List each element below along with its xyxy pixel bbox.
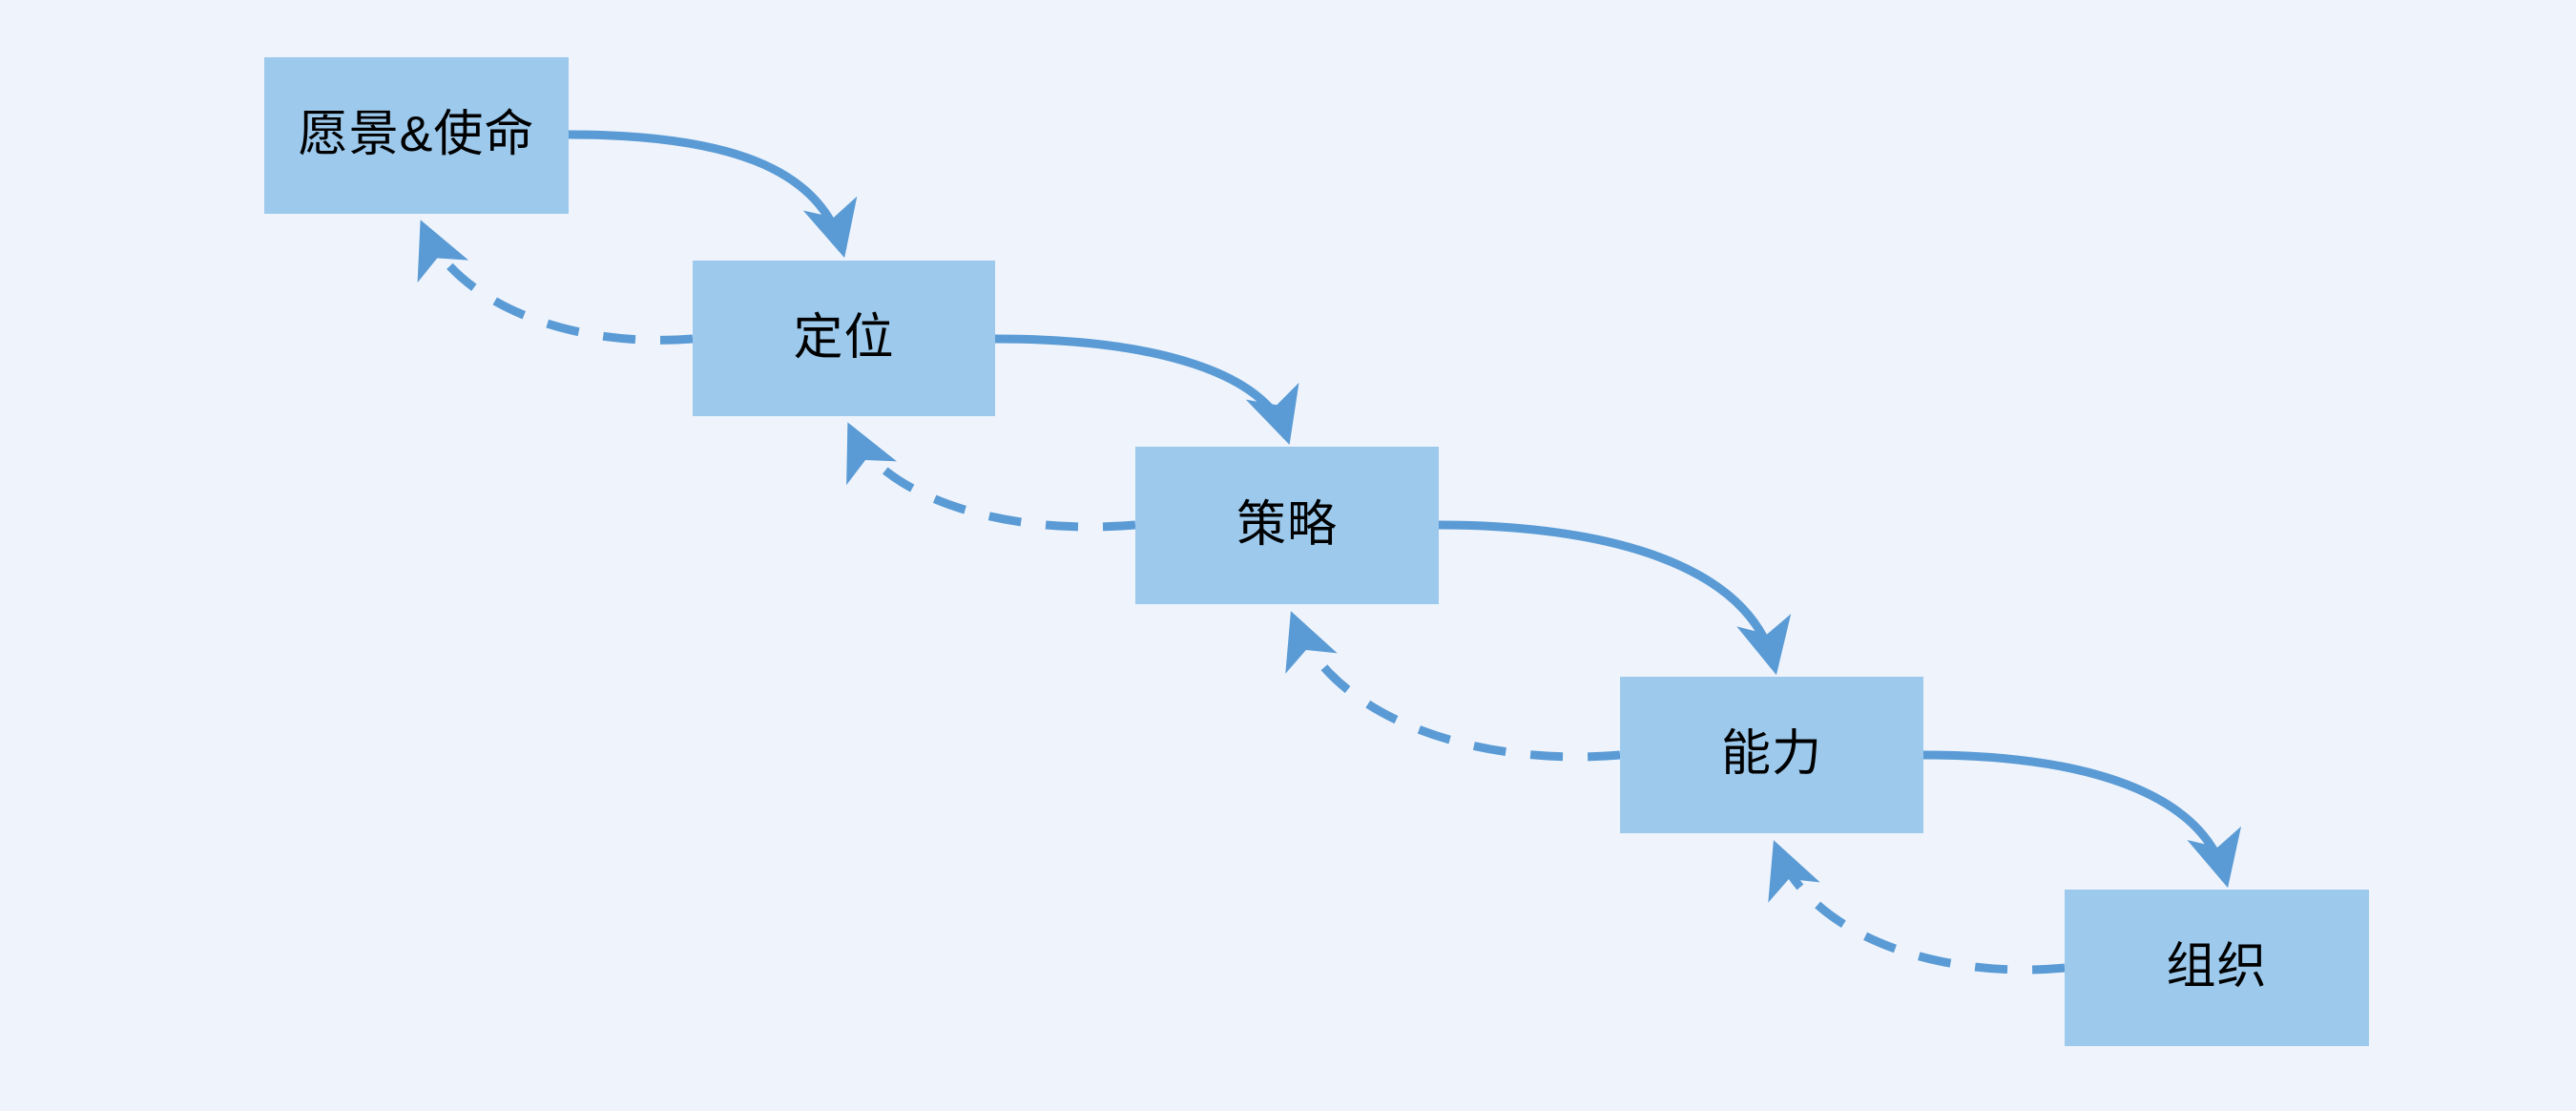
edge-strategy-to-position-feedback[interactable] [846, 422, 1136, 532]
edge-ability-to-strategy-feedback[interactable] [1285, 611, 1621, 762]
node-label: 能力 [1720, 726, 1822, 783]
edge-position-to-vision-feedback[interactable] [417, 220, 694, 345]
edge-strategy-to-ability[interactable] [1438, 520, 1792, 676]
node-label: 定位 [793, 309, 895, 366]
node-organization[interactable]: 组织 [2065, 890, 2369, 1046]
edge-org-to-ability-feedback[interactable] [1768, 840, 2066, 975]
edge-vision-to-position[interactable] [568, 130, 858, 259]
edge-position-to-strategy[interactable] [994, 334, 1299, 446]
node-strategy[interactable]: 策略 [1135, 447, 1439, 604]
node-vision-mission[interactable]: 愿景&使命 [264, 57, 569, 214]
node-capability[interactable]: 能力 [1620, 677, 1923, 833]
edge-ability-to-org[interactable] [1922, 750, 2242, 889]
node-label: 愿景&使命 [298, 107, 535, 163]
node-positioning[interactable]: 定位 [693, 261, 995, 416]
node-label: 策略 [1236, 496, 1338, 553]
node-label: 组织 [2166, 939, 2268, 996]
